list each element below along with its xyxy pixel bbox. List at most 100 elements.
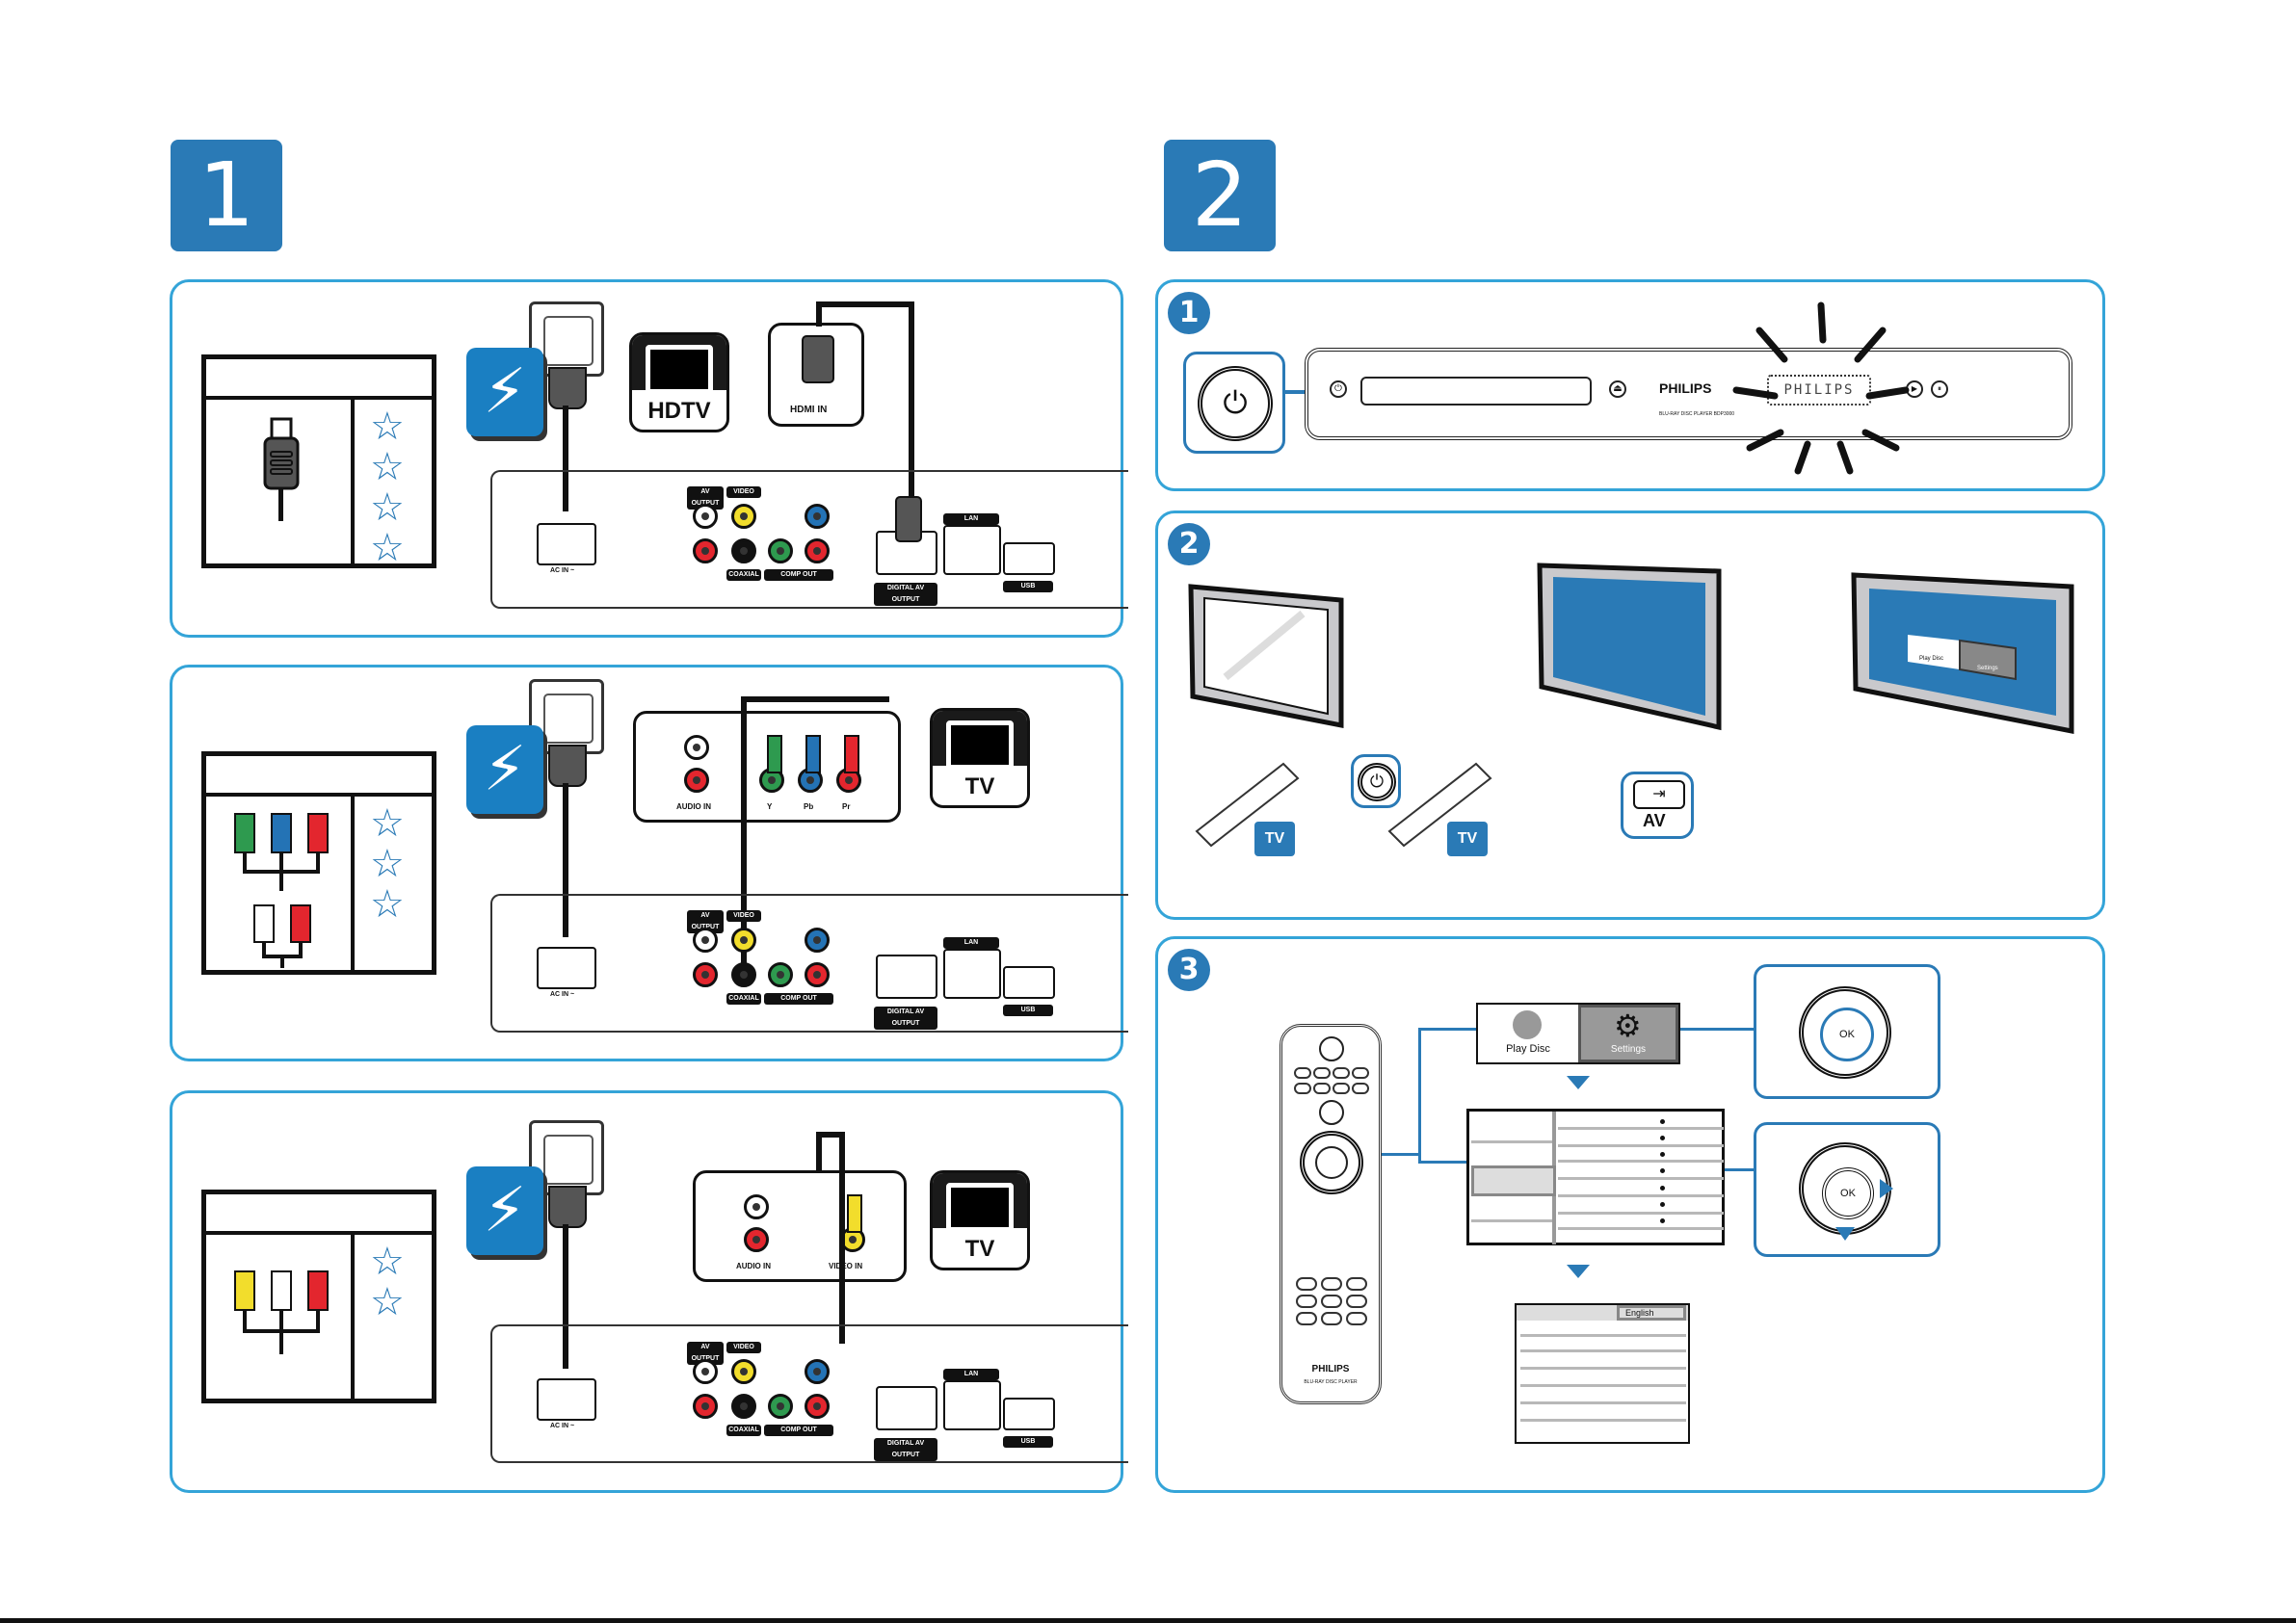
tv-home-menu-illustration [1851, 572, 2074, 735]
ok-press-callout: OK [1754, 964, 1940, 1099]
remote-power-button[interactable] [1319, 1036, 1344, 1061]
menu-item-play-disc[interactable]: Play Disc [1478, 1005, 1578, 1062]
y-label: Y [767, 802, 773, 811]
video-in-label: VIDEO IN [829, 1262, 863, 1270]
comp-y-jack [768, 538, 793, 563]
remote-nav-ring[interactable] [1300, 1131, 1363, 1194]
composite-cable-icon [234, 1270, 329, 1354]
power-icon: ⏻ [1358, 763, 1396, 801]
pb-label: Pb [804, 802, 814, 811]
step-2-2-tv-setup: 2 ⏻ TV TV ⇥ AV Play Disc Settings [1155, 510, 2105, 920]
tv-on-illustration [1537, 563, 1722, 731]
lan-label: LAN [943, 1369, 999, 1380]
power-plug-icon [548, 745, 587, 787]
pause-button[interactable]: ⏸ [1931, 380, 1948, 398]
comp-y-jack [768, 962, 793, 987]
substep-3-badge: 3 [1168, 949, 1210, 991]
lan-label: LAN [943, 937, 999, 949]
comp-pb-jack [805, 928, 830, 953]
power-icon: ⏻ [1198, 366, 1273, 441]
bluray-player-front: ⏻ ⏏ PHILIPS BLU-RAY DISC PLAYER BDP3000 … [1305, 348, 2072, 440]
comp-pr-jack [805, 962, 830, 987]
arrow-down-icon [1567, 1076, 1590, 1089]
home-menu-play-disc: Play Disc [1919, 656, 1944, 662]
tv-audio-l-jack [744, 1194, 769, 1219]
av-button-label[interactable]: AV [1643, 811, 1666, 830]
coaxial-jack [731, 538, 756, 563]
remote-brand: PHILIPS [1311, 1364, 1350, 1374]
nav-down-arrow-icon [1835, 1227, 1855, 1241]
hdmi-plug-icon [263, 417, 300, 521]
hdmi-out-port [876, 955, 937, 999]
audio-l-jack [693, 504, 718, 529]
coaxial-label: COAXIAL [726, 1425, 761, 1436]
hdmi-plug-icon [895, 496, 922, 542]
av-button-callout: ⇥ AV [1621, 772, 1694, 839]
tv-inputs-callout: AUDIO IN VIDEO IN [693, 1170, 907, 1282]
video-jack [731, 504, 756, 529]
settings-category-selected[interactable] [1471, 1165, 1556, 1196]
comp-pb-jack [805, 504, 830, 529]
ok-button[interactable]: OK [1820, 1008, 1874, 1061]
usb-label: USB [1003, 1005, 1053, 1016]
player-rear-panel [490, 894, 1128, 1033]
power-cord [563, 783, 568, 937]
model-caption: BLU-RAY DISC PLAYER BDP3000 [1659, 411, 1735, 417]
tv-off-illustration [1188, 584, 1344, 729]
comp-out-label: COMP OUT [764, 569, 833, 581]
menu-item-settings[interactable]: ⚙ Settings [1578, 1005, 1678, 1062]
comp-y-jack [768, 1394, 793, 1419]
hdmi-out-port [876, 1386, 937, 1430]
rating-star-icon: ☆ [370, 405, 405, 449]
comp-out-label: COMP OUT [764, 993, 833, 1005]
nav-press-callout: OK [1754, 1122, 1940, 1257]
tv-audio-l-jack [684, 735, 709, 760]
ac-in-port [537, 947, 596, 989]
home-menu-settings: Settings [1977, 666, 1998, 671]
hdmi-in-callout: HDMI IN [768, 323, 864, 427]
tv-power-callout: ⏻ [1351, 754, 1401, 808]
arrow-down-icon [1567, 1265, 1590, 1278]
coaxial-jack [731, 1394, 756, 1419]
eject-button[interactable]: ⏏ [1609, 380, 1626, 398]
rating-star-icon: ☆ [370, 1280, 405, 1324]
component-cable-icon [234, 813, 329, 968]
video-label: VIDEO [726, 910, 761, 922]
digital-av-output-label: DIGITAL AV OUTPUT [874, 1007, 937, 1030]
coaxial-label: COAXIAL [726, 569, 761, 581]
comp-out-label: COMP OUT [764, 1425, 833, 1436]
source-icon: ⇥ [1633, 780, 1685, 809]
usb-port [1003, 542, 1055, 575]
audio-in-label: AUDIO IN [736, 1262, 771, 1270]
tv-audio-r-jack [684, 768, 709, 793]
disc-icon [1513, 1010, 1542, 1039]
power-button-callout: ⏻ [1183, 352, 1285, 454]
tv-icon: TV [930, 708, 1030, 808]
step-2-1-power-on: 1 ⏻ ⏻ ⏏ PHILIPS BLU-RAY DISC PLAYER BDP3… [1155, 279, 2105, 491]
tv-label: TV [964, 772, 995, 799]
video-jack [731, 928, 756, 953]
substep-2-badge: 2 [1168, 523, 1210, 565]
player-power-button[interactable]: ⏻ [1330, 380, 1347, 398]
remote-ok-button[interactable] [1315, 1146, 1348, 1179]
language-menu: English [1515, 1303, 1690, 1444]
home-menu: Play Disc ⚙ Settings [1476, 1003, 1680, 1064]
lan-port [943, 949, 1001, 999]
digital-av-output-label: DIGITAL AV OUTPUT [874, 1438, 937, 1461]
ac-in-port [537, 1378, 596, 1421]
audio-r-jack [693, 962, 718, 987]
cable-rating-box: ☆ ☆ ☆ ☆ [201, 354, 436, 568]
pr-label: Pr [842, 802, 851, 811]
comp-pb-jack [805, 1359, 830, 1384]
disc-tray [1360, 377, 1592, 406]
usb-port [1003, 1398, 1055, 1430]
usb-label: USB [1003, 581, 1053, 592]
language-value[interactable]: English [1617, 1305, 1686, 1321]
power-bolt-icon: ⚡ [466, 1166, 543, 1255]
player-remote: PHILIPS BLU-RAY DISC PLAYER [1280, 1024, 1382, 1404]
settings-label: Settings [1610, 1044, 1647, 1055]
power-plug-icon [548, 1186, 587, 1228]
power-cord [563, 1224, 568, 1369]
ok-button[interactable]: OK [1822, 1167, 1874, 1219]
remote-caption: BLU-RAY DISC PLAYER [1304, 1379, 1358, 1385]
